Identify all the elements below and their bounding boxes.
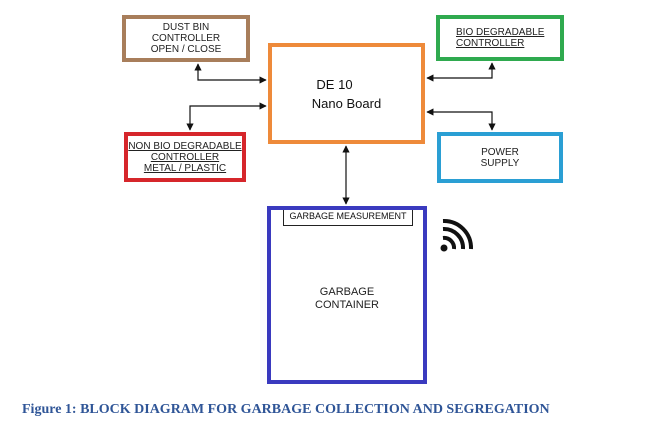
dust-bin-controller-block: DUST BIN CONTROLLER OPEN / CLOSE (122, 15, 250, 62)
arrow-dust-nano (194, 63, 267, 84)
wifi-signal-icon (440, 218, 474, 252)
dust-bin-line-3: OPEN / CLOSE (150, 44, 222, 55)
dust-bin-line-1: DUST BIN (162, 22, 210, 33)
figure-caption: Figure 1: BLOCK DIAGRAM FOR GARBAGE COLL… (22, 402, 550, 417)
dust-bin-line-2: CONTROLLER (151, 33, 221, 44)
garbage-container-block: GARBAGE MEASUREMENT GARBAGE CONTAINER (267, 206, 427, 384)
nano-line-2: Nano Board (311, 95, 382, 111)
power-supply-block: POWER SUPPLY (437, 132, 563, 183)
power-line-1: POWER (481, 146, 519, 158)
bio-degradable-controller-block: BIO DEGRADABLE CONTROLLER (436, 15, 564, 61)
container-line-1: GARBAGE (319, 286, 375, 298)
nonbio-line-3: METAL / PLASTIC (143, 162, 227, 174)
bio-line-2: CONTROLLER (456, 38, 525, 49)
arrow-bio-nano (426, 62, 496, 82)
bio-line-1: BIO DEGRADABLE (456, 27, 545, 38)
power-line-2: SUPPLY (480, 157, 520, 169)
nonbio-line-2: CONTROLLER (150, 151, 220, 163)
container-line-2: CONTAINER (315, 299, 379, 311)
de10-nano-board-block: DE 10 Nano Board (268, 43, 425, 144)
garbage-container-label: GARBAGE CONTAINER (271, 286, 423, 312)
nonbio-line-1: NON BIO DEGRADABLE (128, 140, 242, 152)
nano-line-1: DE 10 (316, 76, 353, 92)
non-bio-degradable-controller-block: NON BIO DEGRADABLE CONTROLLER METAL / PL… (124, 132, 246, 182)
arrow-nonbio-nano (186, 102, 267, 131)
arrow-power-nano (426, 108, 496, 131)
garbage-measurement-label: GARBAGE MEASUREMENT (283, 210, 413, 226)
